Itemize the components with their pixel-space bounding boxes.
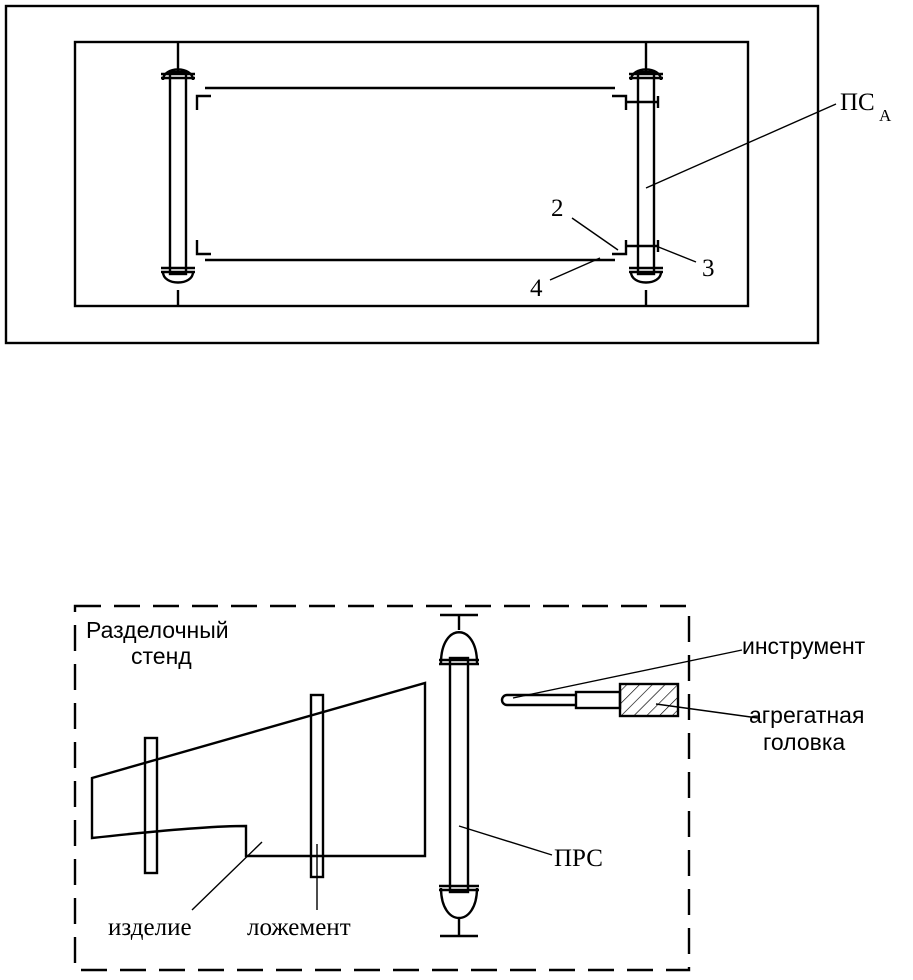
product-outline [90, 681, 427, 858]
label-prs: ПРС [554, 845, 603, 872]
aggregate-head [618, 682, 680, 718]
tool-assembly [500, 682, 680, 718]
label-instrument: инструмент [742, 633, 866, 659]
label-3: 3 [702, 255, 715, 282]
stand-label-line1: Разделочный [86, 617, 229, 643]
leader-3 [655, 245, 697, 263]
left-support [161, 42, 195, 306]
outer-frame [4, 4, 820, 345]
leader-head [655, 703, 759, 719]
label-head-line1: агрегатная [749, 702, 864, 728]
prs-support [439, 613, 479, 938]
leader-instrument [512, 649, 743, 699]
label-product: изделие [108, 914, 192, 941]
tool-holder [574, 690, 622, 710]
leader-2 [571, 217, 619, 251]
leader-ps [645, 103, 837, 189]
label-cradle: ложемент [247, 914, 351, 941]
right-support [629, 42, 663, 306]
leader-product [191, 841, 263, 911]
label-ps-subscript: А [879, 106, 892, 125]
label-head-line2: головка [763, 729, 845, 755]
label-ps: ПС [840, 89, 875, 116]
label-2: 2 [551, 195, 564, 222]
bottom-figure: Разделочный стенд [73, 604, 866, 972]
product-flange [143, 736, 159, 875]
label-4: 4 [530, 275, 543, 302]
leader-prs [458, 825, 553, 856]
inner-frame [73, 40, 750, 308]
top-figure: ПС А 2 3 4 [4, 4, 892, 345]
stand-dashed-frame [73, 604, 691, 972]
leader-4 [549, 257, 601, 281]
workpiece-frame [195, 86, 660, 262]
stand-label-line2: стенд [131, 643, 192, 669]
instrument-bit [500, 693, 576, 707]
